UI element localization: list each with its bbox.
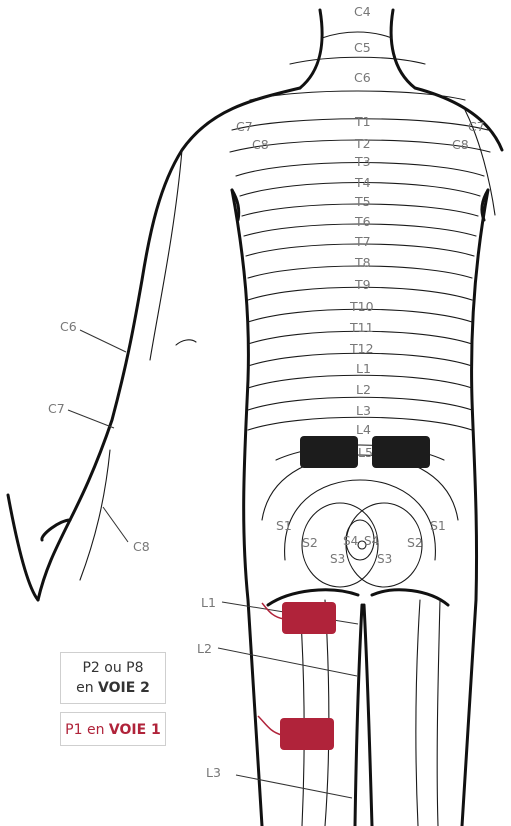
- label-arm-c8: C8: [133, 539, 150, 554]
- electrode-black-right: [372, 436, 430, 468]
- legend-channel-2-prefix: en: [76, 680, 98, 696]
- label-s3-left: S3: [330, 552, 345, 566]
- label-leg-l2: L2: [197, 641, 212, 656]
- leader-arm-c6: [80, 330, 126, 352]
- electrode-black-left: [300, 436, 358, 468]
- legend-channel-2-line2: en VOIE 2: [61, 678, 165, 698]
- legend-channel-2-strong: VOIE 2: [98, 680, 150, 696]
- label-t12: T12: [349, 341, 374, 356]
- label-arm-c7: C7: [48, 401, 65, 416]
- label-t3: T3: [354, 154, 371, 169]
- label-leg-l1: L1: [201, 595, 216, 610]
- leader-leg-l3: [236, 775, 352, 798]
- label-arm-c6: C6: [60, 319, 77, 334]
- legend-channel-1-strong: VOIE 1: [109, 722, 161, 738]
- label-s3-right: S3: [377, 552, 392, 566]
- electrode-wire-lower: [258, 716, 282, 735]
- label-s1-left: S1: [276, 518, 292, 533]
- label-t11: T11: [349, 320, 374, 335]
- label-leg-l3: L3: [206, 765, 221, 780]
- electrodes: [258, 436, 430, 750]
- label-t5: T5: [354, 194, 371, 209]
- label-c7-left: C7: [236, 119, 253, 134]
- label-t9: T9: [354, 277, 371, 292]
- label-t10: T10: [349, 299, 374, 314]
- label-t7: T7: [354, 234, 371, 249]
- electrode-red-upper: [282, 602, 336, 634]
- label-s2-left: S2: [302, 535, 318, 550]
- label-t1: T1: [354, 114, 371, 129]
- label-l1: L1: [356, 361, 371, 376]
- label-s4-left: S4: [343, 534, 358, 548]
- label-s2-right: S2: [407, 535, 423, 550]
- label-l5: L5: [358, 445, 373, 460]
- label-c5: C5: [354, 40, 371, 55]
- legend-channel-2-line1: P2 ou P8: [61, 658, 165, 678]
- label-t4: T4: [354, 175, 371, 190]
- label-s1-right: S1: [430, 518, 446, 533]
- electrode-red-lower: [280, 718, 334, 750]
- label-c6: C6: [354, 70, 371, 85]
- leader-arm-c8: [103, 507, 128, 542]
- legend-channel-1: P1 en VOIE 1: [60, 712, 166, 746]
- leader-arm-c7: [68, 410, 114, 428]
- legend-channel-1-prefix: P1 en: [65, 722, 109, 738]
- dermatome-bands: [80, 32, 495, 826]
- label-c8-left: C8: [252, 137, 269, 152]
- label-l4: L4: [356, 422, 371, 437]
- label-l2: L2: [356, 382, 371, 397]
- label-l3: L3: [356, 403, 371, 418]
- label-c8-right: C8: [452, 137, 469, 152]
- label-s4-right: S4: [364, 534, 379, 548]
- label-t2: T2: [354, 136, 371, 151]
- label-t8: T8: [354, 255, 371, 270]
- legend-channel-2: P2 ou P8 en VOIE 2: [60, 652, 166, 704]
- label-c4: C4: [354, 4, 371, 19]
- label-c7-right: C7: [468, 119, 485, 134]
- leader-leg-l2: [218, 648, 357, 676]
- label-t6: T6: [354, 214, 371, 229]
